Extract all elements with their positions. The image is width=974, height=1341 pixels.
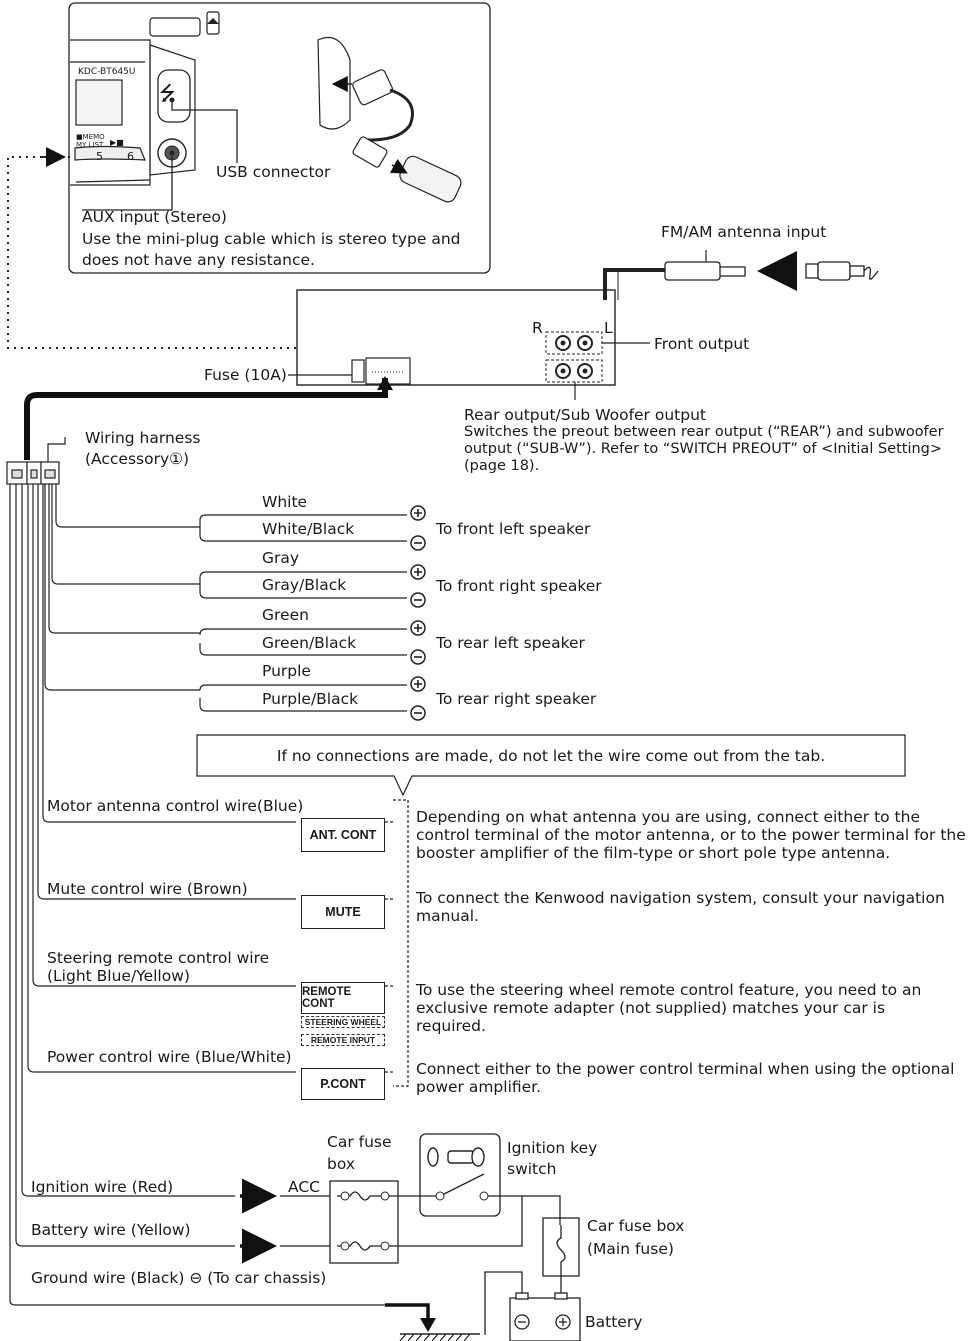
p-cont-wire-label: Power control wire (Blue/White) (47, 1048, 292, 1066)
steering-wire-color: (Light Blue/Yellow) (47, 967, 190, 985)
memo-label: ■MEMO (76, 133, 105, 141)
usb-callout-line (171, 100, 238, 163)
rear-output-jacks (545, 359, 603, 383)
wire-gray: Gray (262, 549, 300, 567)
steering-wheel-tag: STEERING WHEEL (301, 1016, 385, 1028)
inset-frame (68, 2, 491, 274)
rear-output-desc: Switches the preout between rear output … (464, 424, 944, 474)
rear-right-speaker: To rear right speaker (436, 690, 597, 708)
front-right-speaker: To front right speaker (436, 577, 602, 595)
aux-note-line1: Use the mini-plug cable which is stereo … (82, 230, 461, 248)
car-fuse-box-label2: box (327, 1155, 356, 1173)
ignition-key-label2: switch (507, 1160, 557, 1178)
ignition-key-label: Ignition key (507, 1139, 598, 1157)
steering-desc: To use the steering wheel remote control… (416, 981, 922, 1035)
fuse (351, 359, 365, 383)
key-6: 6 (127, 150, 134, 163)
ant-cont-desc: Depending on what antenna you are using,… (416, 808, 966, 862)
play-label: ▶■ (110, 138, 124, 147)
wire-green-black: Green/Black (262, 634, 357, 652)
usb-symbol-icon: ⭍ (159, 81, 176, 105)
wire-white: White (262, 493, 308, 511)
front-left-speaker: To front left speaker (436, 520, 591, 538)
tab-bracket (393, 799, 409, 1087)
remote-cont-tag: REMOTE CONT (301, 982, 385, 1014)
battery-label: Battery (585, 1313, 643, 1331)
antenna-cable (603, 268, 665, 300)
wiring-harness-label: Wiring harness (85, 429, 201, 447)
key-icon (427, 1147, 485, 1167)
power-circuit (280, 1133, 580, 1335)
fm-am-antenna-label: FM/AM antenna input (661, 223, 827, 241)
antenna-plug (664, 261, 721, 281)
front-output-jacks (545, 331, 603, 355)
aux-callout-line (82, 153, 173, 211)
head-unit-faceplate (70, 11, 220, 186)
steering-wire-label: Steering remote control wire (47, 949, 270, 967)
ground-wire-label: Ground wire (Black) ⊖ (To car chassis) (31, 1269, 327, 1287)
main-fuse-label2: (Main fuse) (587, 1240, 674, 1258)
note-box (196, 734, 906, 797)
antenna-connector (805, 261, 879, 281)
rear-left-speaker: To rear left speaker (436, 634, 585, 652)
harness-connector (6, 461, 60, 485)
rear-output-title: Rear output/Sub Woofer output (464, 406, 706, 424)
aux-note-line2: does not have any resistance. (82, 251, 315, 269)
unit-body (296, 289, 616, 386)
wire-purple-black: Purple/Black (262, 690, 359, 708)
ant-cont-wire-label: Motor antenna control wire(Blue) (47, 797, 304, 815)
remote-input-tag: REMOTE INPUT (301, 1034, 385, 1046)
ignition-wire-label: Ignition wire (Red) (31, 1178, 174, 1196)
chassis-ground (399, 1333, 471, 1341)
p-cont-desc: Connect either to the power control term… (416, 1060, 955, 1096)
note-text: If no connections are made, do not let t… (276, 747, 826, 765)
mylist-label: MY LIST (76, 141, 104, 149)
car-fuse-box-label: Car fuse (327, 1133, 392, 1151)
acc-label: ACC (288, 1178, 320, 1196)
aux-input-label: AUX input (Stereo) (82, 208, 227, 226)
l-label: L (604, 319, 613, 337)
wiring-harness-accessory: (Accessory①) (85, 450, 190, 468)
main-fuse-label: Car fuse box (587, 1217, 685, 1235)
wire-white-black: White/Black (262, 520, 355, 538)
p-cont-tag: P.CONT (301, 1068, 385, 1100)
mute-wire-label: Mute control wire (Brown) (47, 880, 248, 898)
battery-wire-label: Battery wire (Yellow) (31, 1221, 191, 1239)
mute-desc: To connect the Kenwood navigation system… (416, 889, 945, 925)
wire-gray-black: Gray/Black (262, 576, 347, 594)
mute-tag: MUTE (301, 895, 385, 929)
front-output-label: Front output (654, 335, 750, 353)
usb-connector-label: USB connector (216, 163, 331, 181)
harness-route (24, 378, 388, 460)
fuse-label: Fuse (10A) (204, 366, 287, 384)
usb-cable-illustration (317, 36, 462, 203)
key-5: 5 (96, 150, 103, 163)
wire-green: Green (262, 606, 309, 624)
harness-wires (9, 484, 385, 1306)
battery-icon (509, 1292, 581, 1341)
wire-purple: Purple (262, 662, 311, 680)
usb-port (157, 69, 191, 123)
r-label: R (532, 319, 543, 337)
ant-cont-tag: ANT. CONT (301, 818, 385, 852)
speaker-wires (199, 514, 407, 712)
model-label: KDC-BT645U (78, 67, 136, 77)
